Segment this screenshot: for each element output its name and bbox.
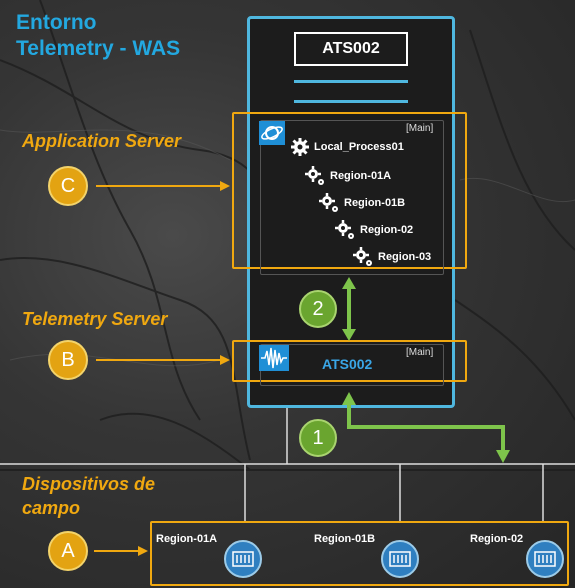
label-field-devices-line-1: Dispositivos de <box>22 474 156 494</box>
label-application-server: Application Server <box>22 131 182 151</box>
device-rtu-icon <box>381 540 419 578</box>
process-region-01b: Region-01B <box>318 192 405 214</box>
gears-icon <box>335 220 354 239</box>
application-server-box <box>232 112 467 269</box>
process-region-03: Region-03 <box>352 246 431 268</box>
gears-icon <box>353 247 372 266</box>
telemetry-main-tag: [Main] <box>406 347 434 358</box>
process-label: Region-03 <box>378 251 432 263</box>
title-line-2: Telemetry - WAS <box>16 37 181 60</box>
diagram-title: Entorno Telemetry - WAS <box>16 10 180 62</box>
marker-1: 1 <box>299 419 337 457</box>
server-line-2 <box>294 100 408 103</box>
server-line-1 <box>294 80 408 83</box>
telemetry-server-box <box>232 340 467 382</box>
gear-icon <box>291 138 309 156</box>
field-devices-box <box>150 521 569 586</box>
process-label: Local_Process01 <box>314 141 404 153</box>
device-label-region-01a: Region-01A <box>156 533 218 545</box>
label-field-devices-line-2: campo <box>22 498 81 518</box>
device-rtu-icon <box>526 540 564 578</box>
app-server-icon <box>259 121 285 145</box>
label-telemetry-server: Telemetry Server <box>22 309 168 329</box>
telemetry-server-name: ATS002 <box>322 356 373 372</box>
gears-icon <box>305 166 324 185</box>
marker-2: 2 <box>299 290 337 328</box>
server-name-box: ATS002 <box>294 32 408 66</box>
process-label: Region-01A <box>330 170 392 182</box>
process-label: Region-02 <box>360 224 414 236</box>
device-label-region-02: Region-02 <box>470 533 524 545</box>
process-region-01a: Region-01A <box>304 165 391 187</box>
waveform-icon <box>259 345 289 371</box>
gears-icon <box>319 193 338 212</box>
marker-b: B <box>48 340 88 380</box>
marker-c: C <box>48 166 88 206</box>
app-main-tag: [Main] <box>406 123 434 134</box>
label-field-devices: Dispositivos de campo <box>22 472 155 520</box>
title-line-1: Entorno <box>16 11 97 34</box>
marker-a: A <box>48 531 88 571</box>
process-label: Region-01B <box>344 197 406 209</box>
process-region-02: Region-02 <box>334 219 413 241</box>
device-rtu-icon <box>224 540 262 578</box>
device-label-region-01b: Region-01B <box>314 533 376 545</box>
application-server-inner <box>260 120 444 275</box>
process-local-process01: Local_Process01 <box>290 137 404 157</box>
